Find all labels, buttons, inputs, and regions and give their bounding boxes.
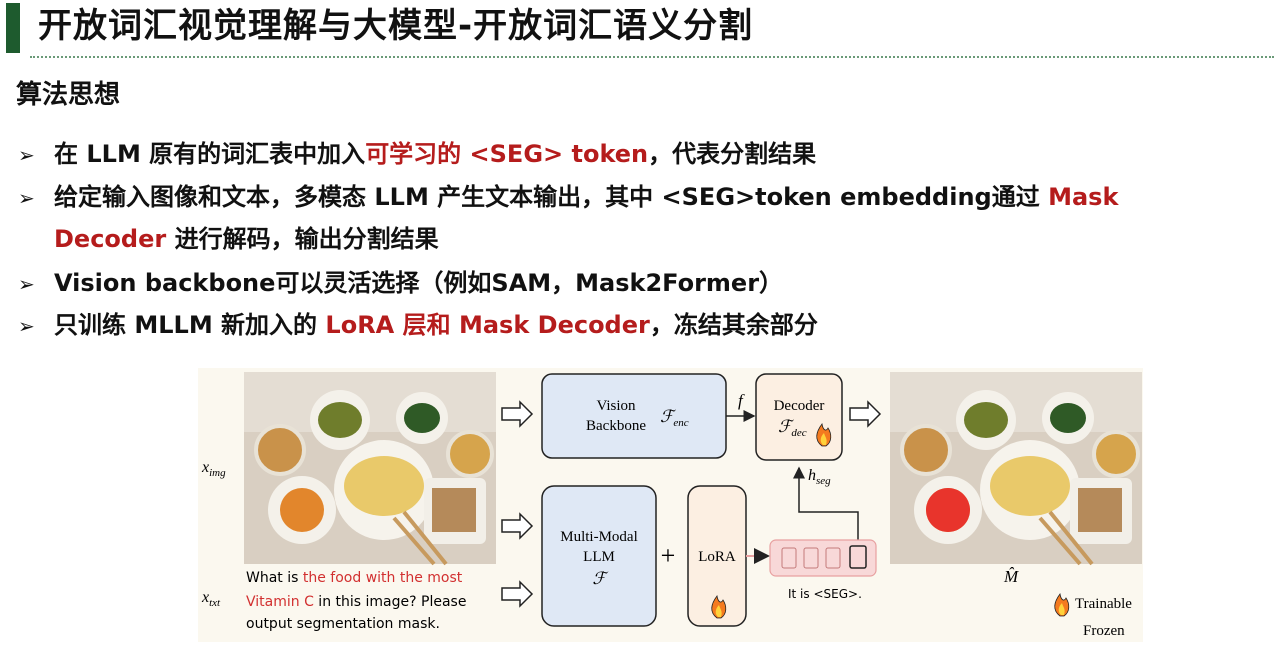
- lisa-architecture-figure: ximg xtxt What is the food with the most…: [198, 368, 1143, 642]
- fire-icon: [1055, 594, 1069, 616]
- bullet-highlight: LoRA 层和 Mask Decoder: [325, 311, 649, 339]
- section-heading: 算法思想: [16, 77, 120, 113]
- bullet-text: Vision backbone可以灵活选择（例如SAM，Mask2Former）: [54, 269, 783, 297]
- bullet-highlight: Decoder: [54, 225, 166, 253]
- output-token-bar: [770, 540, 876, 576]
- bullet-arrow-icon: ➢: [18, 177, 54, 219]
- page-title: 开放词汇视觉理解与大模型-开放词汇语义分割: [38, 4, 753, 48]
- decoder-box: Decoder ℱdec: [756, 374, 842, 460]
- bullet-highlight: 可学习的 <SEG> token: [365, 140, 648, 168]
- prompt-line-3: output segmentation mask.: [246, 616, 440, 632]
- title-accent-bar: [6, 3, 20, 53]
- prompt-line-1: What is the food with the most: [246, 570, 463, 586]
- svg-text:Multi-Modal: Multi-Modal: [560, 529, 638, 545]
- output-text: It is <SEG>.: [788, 587, 862, 601]
- multimodal-llm-box: Multi-Modal LLM ℱ: [542, 486, 656, 626]
- vision-backbone-box: Vision Backbone ℱenc: [542, 374, 726, 458]
- svg-text:Trainable: Trainable: [1075, 596, 1132, 612]
- input-food-image: [244, 372, 496, 564]
- bullet-3: ➢Vision backbone可以灵活选择（例如SAM，Mask2Former…: [18, 262, 783, 305]
- bullet-arrow-icon: ➢: [18, 134, 54, 176]
- svg-text:Backbone: Backbone: [586, 418, 646, 434]
- svg-text:LoRA: LoRA: [698, 549, 736, 565]
- bullet-2-continuation: Decoder 进行解码，输出分割结果: [54, 218, 439, 260]
- bullet-text: 给定输入图像和文本，多模态 LLM 产生文本输出，其中 <SEG>token e…: [54, 183, 1048, 211]
- bullet-text: 进行解码，输出分割结果: [166, 225, 438, 253]
- bullet-arrow-icon: ➢: [18, 263, 54, 305]
- bullet-text: 在 LLM 原有的词汇表中加入: [54, 140, 365, 168]
- plus-sign: +: [661, 541, 676, 570]
- svg-text:Frozen: Frozen: [1083, 623, 1125, 639]
- bullet-text: ，代表分割结果: [648, 140, 816, 168]
- title-bar: 开放词汇视觉理解与大模型-开放词汇语义分割: [0, 0, 1274, 56]
- lora-box: LoRA: [688, 486, 746, 626]
- f-label: f: [738, 391, 745, 410]
- prompt-line-2: Vitamin C in this image? Please: [246, 594, 466, 610]
- h-seg-label: hseg: [808, 467, 831, 487]
- mask-label: M̂: [1003, 567, 1019, 586]
- title-divider: [30, 56, 1274, 58]
- svg-text:Vision: Vision: [596, 398, 636, 414]
- bullet-4: ➢只训练 MLLM 新加入的 LoRA 层和 Mask Decoder，冻结其余…: [18, 304, 818, 347]
- legend: Trainable Frozen: [1055, 594, 1133, 639]
- output-mask-image: [890, 372, 1142, 564]
- bullet-highlight: Mask: [1048, 183, 1118, 211]
- bullet-arrow-icon: ➢: [18, 305, 54, 347]
- bullet-2: ➢给定输入图像和文本，多模态 LLM 产生文本输出，其中 <SEG>token …: [18, 176, 1118, 219]
- svg-text:Decoder: Decoder: [774, 398, 825, 414]
- svg-text:LLM: LLM: [583, 549, 615, 565]
- bullet-1: ➢在 LLM 原有的词汇表中加入可学习的 <SEG> token，代表分割结果: [18, 133, 816, 176]
- bullet-text: ，冻结其余部分: [650, 311, 818, 339]
- x-img-label: ximg: [201, 459, 226, 479]
- bullet-text: 只训练 MLLM 新加入的: [54, 311, 325, 339]
- x-txt-label: xtxt: [201, 589, 221, 609]
